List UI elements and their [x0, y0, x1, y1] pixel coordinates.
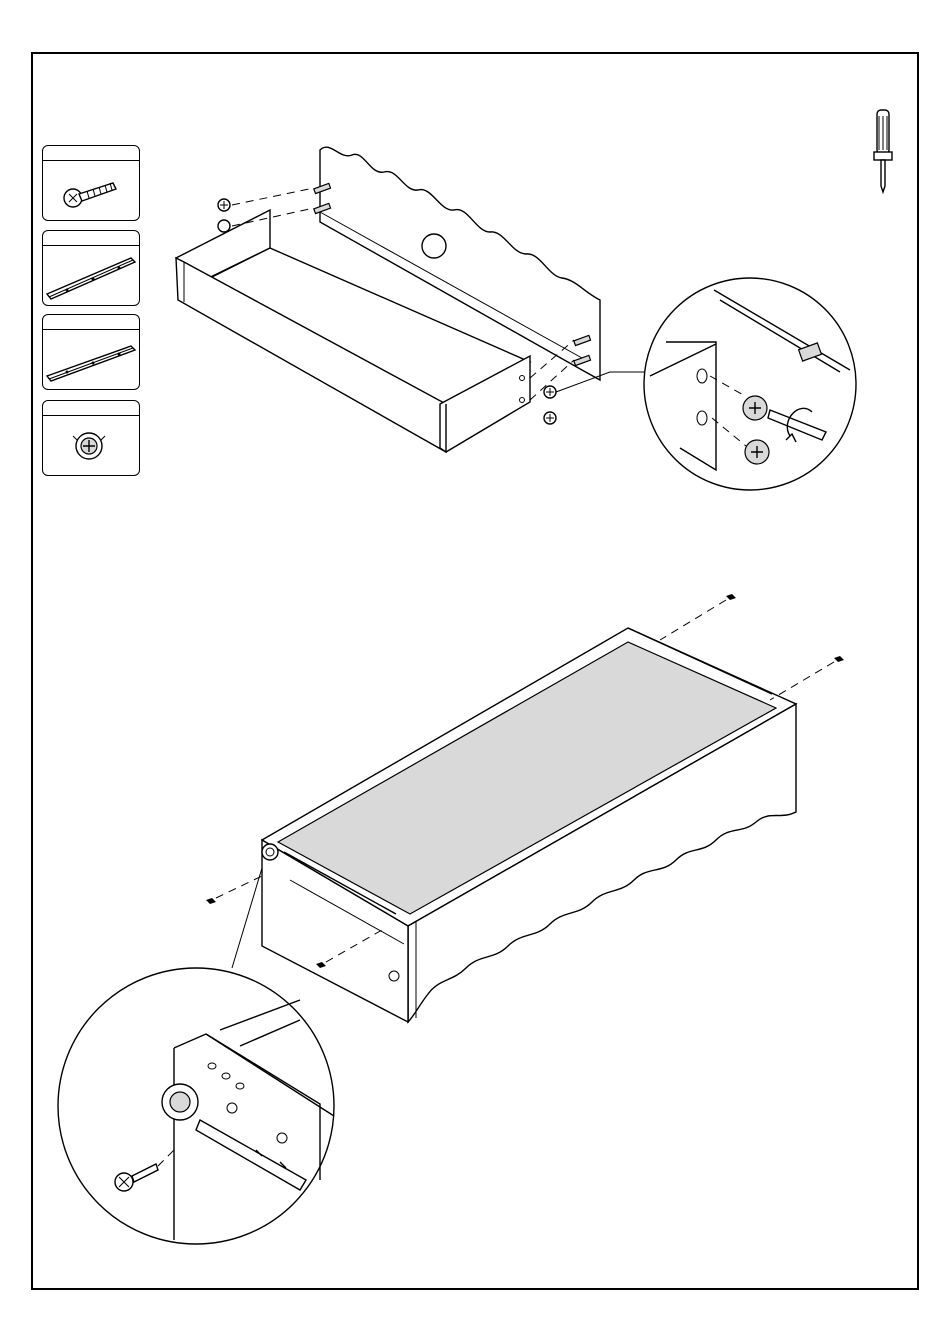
- drawer-slide-right-icon: [43, 330, 140, 390]
- part-quantity-strip: [43, 146, 139, 161]
- instruction-sheet-frame: [31, 52, 919, 1290]
- cam-lock-icon: [43, 416, 140, 476]
- part-quantity-strip: [43, 401, 139, 416]
- drawer-slide-left-icon: [43, 246, 140, 306]
- part-box-wood-screw: [42, 145, 140, 221]
- part-box-drawer-slide-right: [42, 314, 140, 390]
- part-box-drawer-slide-left: [42, 230, 140, 306]
- wood-screw-icon: [43, 161, 140, 221]
- part-quantity-strip: [43, 231, 139, 246]
- part-quantity-strip: [43, 315, 139, 330]
- part-box-cam-lock: [42, 400, 140, 476]
